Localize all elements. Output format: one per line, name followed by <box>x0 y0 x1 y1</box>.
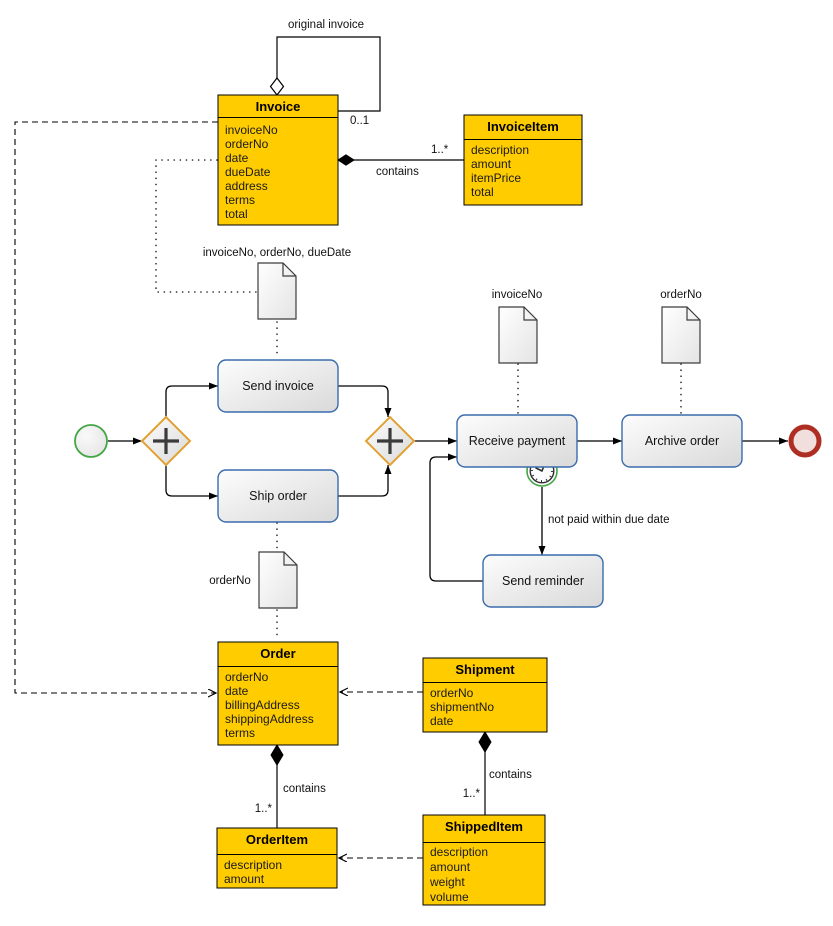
class-attribute: terms <box>225 726 255 740</box>
task-ship-order[interactable]: Ship order <box>217 469 339 523</box>
class-attribute: date <box>225 151 249 165</box>
association-original-invoice-self-loop <box>276 36 381 112</box>
class-attribute: description <box>471 143 529 157</box>
class-title: Shipment <box>455 662 515 677</box>
task-label: Archive order <box>645 434 719 448</box>
class-title: Order <box>260 646 295 661</box>
composition-diamond-icon <box>478 731 492 753</box>
class-order[interactable]: Order orderNo date billingAddress shippi… <box>217 641 339 746</box>
dependency-invoice-to-order <box>14 121 218 693</box>
label-contains: contains <box>489 769 532 781</box>
label-multiplicity: 1..* <box>431 144 449 156</box>
class-attribute: invoiceNo <box>225 123 278 137</box>
class-attribute: amount <box>471 157 512 171</box>
class-attribute: amount <box>224 872 265 886</box>
class-attribute: description <box>224 858 282 872</box>
class-orderitem[interactable]: OrderItem description amount <box>216 827 338 889</box>
class-shipment[interactable]: Shipment orderNo shipmentNo date <box>422 657 548 733</box>
class-title: OrderItem <box>246 832 308 847</box>
task-archive-order[interactable]: Archive order <box>621 414 743 468</box>
task-label: Receive payment <box>469 434 566 448</box>
flow-gateway1-to-shiporder <box>165 464 218 500</box>
class-attribute: amount <box>430 860 471 874</box>
label-multiplicity: 1..* <box>463 788 481 800</box>
class-attribute: terms <box>225 193 255 207</box>
class-title: Invoice <box>256 99 301 114</box>
class-attribute: billingAddress <box>225 698 300 712</box>
data-association-invoice-doc <box>155 159 258 293</box>
class-attribute: description <box>430 845 488 859</box>
class-attribute: dueDate <box>225 165 271 179</box>
class-invoiceitem[interactable]: InvoiceItem description amount itemPrice… <box>463 114 583 206</box>
label-data-object: orderNo <box>209 575 251 587</box>
class-invoice[interactable]: Invoice invoiceNo orderNo date dueDate a… <box>217 94 339 226</box>
label-original-invoice: original invoice <box>288 19 364 31</box>
class-attribute: date <box>225 684 249 698</box>
label-data-object: invoiceNo, orderNo, dueDate <box>203 247 351 259</box>
flow-shiporder-to-gateway2 <box>338 465 392 497</box>
aggregation-diamond-icon <box>269 77 285 96</box>
class-attribute: total <box>471 185 494 199</box>
parallel-gateway-join[interactable] <box>364 415 416 467</box>
class-title: InvoiceItem <box>487 119 559 134</box>
data-object-invoice[interactable] <box>257 262 297 320</box>
plus-icon <box>153 428 179 454</box>
label-contains: contains <box>376 166 419 178</box>
class-shippeditem[interactable]: ShippedItem description amount weight vo… <box>422 814 546 906</box>
class-attribute: weight <box>429 875 465 889</box>
class-attribute: orderNo <box>225 137 269 151</box>
task-label: Ship order <box>249 489 307 503</box>
end-event[interactable] <box>788 424 822 458</box>
parallel-gateway-split[interactable] <box>140 415 192 467</box>
class-attribute: shippingAddress <box>225 712 314 726</box>
label-flow-condition: not paid within due date <box>548 514 669 526</box>
plus-icon <box>377 428 403 454</box>
label-data-object: invoiceNo <box>492 289 543 301</box>
data-object-order[interactable] <box>258 551 298 609</box>
label-multiplicity: 1..* <box>255 803 273 815</box>
class-attribute: itemPrice <box>471 171 521 185</box>
task-send-reminder[interactable]: Send reminder <box>482 554 604 608</box>
task-receive-payment[interactable]: Receive payment <box>456 414 578 468</box>
label-data-object: orderNo <box>660 289 702 301</box>
task-label: Send reminder <box>502 574 584 588</box>
task-send-invoice[interactable]: Send invoice <box>217 359 339 413</box>
composition-diamond-icon <box>337 154 355 166</box>
label-contains: contains <box>283 783 326 795</box>
class-attribute: date <box>430 714 454 728</box>
label-multiplicity: 0..1 <box>350 115 369 127</box>
class-attribute: shipmentNo <box>430 700 494 714</box>
folded-corner-icon <box>283 552 297 566</box>
composition-diamond-icon <box>270 744 284 766</box>
folded-corner-icon <box>523 307 537 321</box>
start-event[interactable] <box>74 424 108 458</box>
folded-corner-icon <box>686 307 700 321</box>
class-attribute: total <box>225 207 248 221</box>
flow-sendinvoice-to-gateway2 <box>338 385 392 417</box>
data-object-payment[interactable] <box>498 306 538 364</box>
class-attribute: address <box>225 179 268 193</box>
flow-sendreminder-to-receivepayment <box>429 453 483 582</box>
class-attribute: orderNo <box>225 670 269 684</box>
data-object-archive[interactable] <box>661 306 701 364</box>
folded-corner-icon <box>282 263 296 277</box>
class-attribute: orderNo <box>430 686 474 700</box>
task-label: Send invoice <box>242 379 314 393</box>
class-title: ShippedItem <box>445 819 523 834</box>
flow-gateway1-to-sendinvoice <box>165 382 218 418</box>
class-attribute: volume <box>430 890 469 904</box>
